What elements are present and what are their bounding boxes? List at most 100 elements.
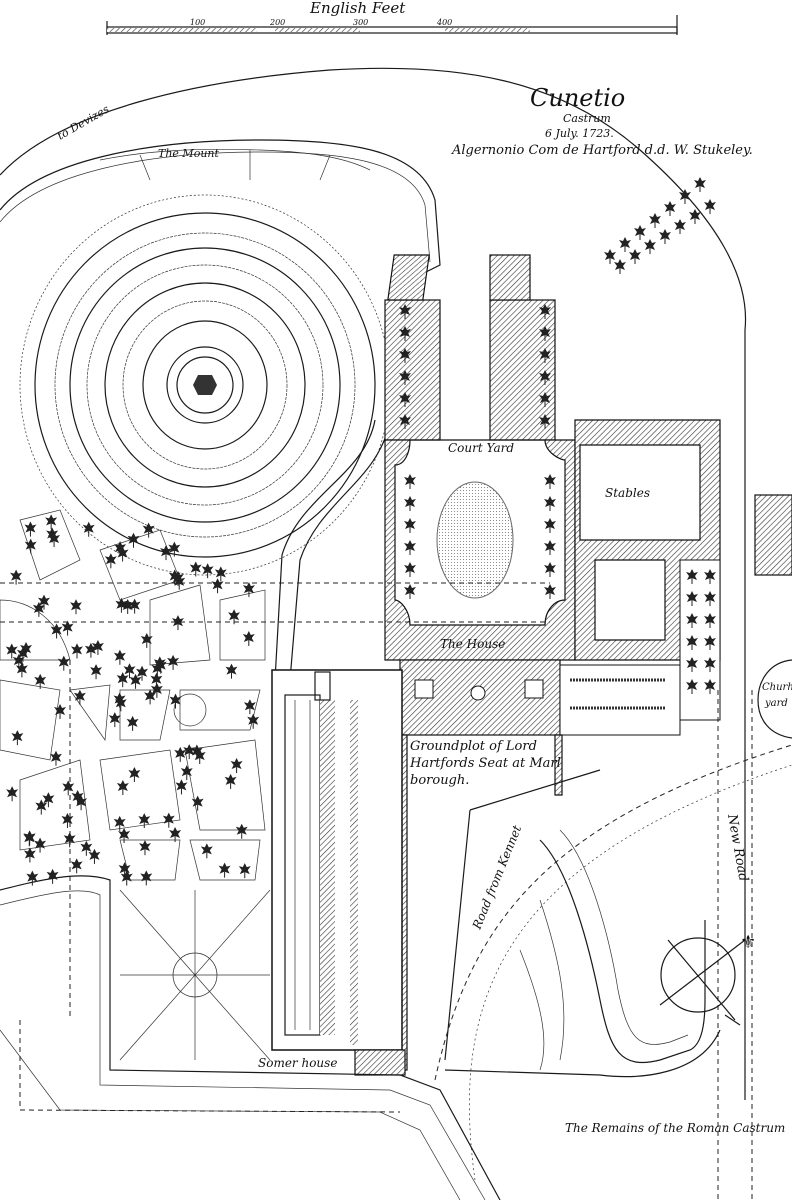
wilderness-gardens [0,509,271,1061]
label-the-house: The House [440,637,505,651]
tree-icon [49,750,63,767]
tree-icon [703,198,717,215]
tree-icon [543,539,557,556]
tree-icon [61,779,75,796]
outer-road [0,67,747,1100]
tree-icon [658,228,672,245]
tree-icon [174,778,188,795]
tree-icon [15,661,29,678]
label-groundplot: Groundplot of Lord [410,739,537,754]
map-date: 6 July. 1723. [545,127,614,140]
tree-icon [173,746,187,763]
tree-icon [230,757,244,774]
tree-icon [403,473,417,490]
court-yard: Court Yard The House [384,439,576,661]
tree-icon [218,862,232,879]
tree-icon [171,614,185,631]
tree-icon [24,538,38,555]
tree-icon [633,224,647,241]
tree-icon [543,517,557,534]
label-summer-house: Somer house [258,1056,337,1070]
tree-icon [46,868,60,885]
tree-icon [23,521,37,538]
tree-icon [70,642,84,659]
label-the-mount: The Mount [158,147,219,160]
tree-icon [44,513,58,530]
tree-icon [70,857,84,874]
fleur-de-lis-icon: ⚜ [740,932,756,953]
tree-icon [33,837,47,854]
tree-icon [628,248,642,265]
scale-title: English Feet [309,0,406,17]
tree-icon [603,248,617,265]
label-groundplot: borough. [410,773,469,788]
tree-icon [139,869,153,886]
tree-icon [678,188,692,205]
stables: Stables [559,419,792,736]
label-groundplot: Hartfords Seat at Marl [409,756,561,771]
tree-icon [613,258,627,275]
label-new-road: New Road [724,812,751,883]
tree-icon [238,862,252,879]
tree-icon [211,577,225,594]
tree-icon [108,711,122,728]
tree-icon [82,521,96,538]
label-remains: The Remains of the Roman Castrum [565,1121,785,1135]
tree-icon [224,663,238,680]
tree-icon [543,473,557,490]
tree-icon [120,870,134,887]
tree-icon [61,620,75,637]
label-stables: Stables [605,486,650,500]
tree-icon [140,632,154,649]
tree-icon [648,212,662,229]
tree-icon [10,729,24,746]
roman-earthwork [444,829,721,1078]
tree-icon [159,544,173,561]
tree-icon [242,630,256,647]
label-court-yard: Court Yard [448,441,514,455]
tree-icon [129,673,143,690]
canal [271,669,403,1051]
tree-icon [673,218,687,235]
avenue [384,254,556,441]
tree-icon [113,649,127,666]
tree-icon [116,779,130,796]
tree-icon [69,598,83,615]
tree-icon [543,495,557,512]
tree-icon [126,715,140,732]
tree-icon [618,236,632,253]
tree-icon [9,569,23,586]
compass-rose: ⚜ [659,932,756,1026]
tree-icon [191,795,205,812]
tree-icon [201,562,215,579]
tree-icon [5,643,19,660]
tree-icon [403,495,417,512]
tree-icon [403,561,417,578]
tree-icon [403,583,417,600]
tree-icon [693,176,707,193]
boundary-wall [0,139,441,300]
tree-icon [60,812,74,829]
tree-icon [23,846,37,863]
tree-icon [73,689,87,706]
tree-icon [89,663,103,680]
scale-tick: 400 [436,18,452,27]
scale-tick: 100 [190,18,205,27]
tree-icon [543,561,557,578]
tree-icon [403,539,417,556]
tree-icon [246,713,260,730]
tree-icon [189,560,203,577]
tree-icon [33,673,47,690]
tree-icon [116,671,130,688]
tree-icon [214,565,228,582]
tree-icon [138,839,152,856]
tree-icon [162,812,176,829]
tree-icon [663,200,677,217]
label-to-devizes: to Devizes [55,102,112,142]
tree-icon [403,517,417,534]
tree-icon [127,766,141,783]
the-mount [19,194,391,576]
scale-tick: 200 [269,18,285,27]
tree-icon [63,831,77,848]
